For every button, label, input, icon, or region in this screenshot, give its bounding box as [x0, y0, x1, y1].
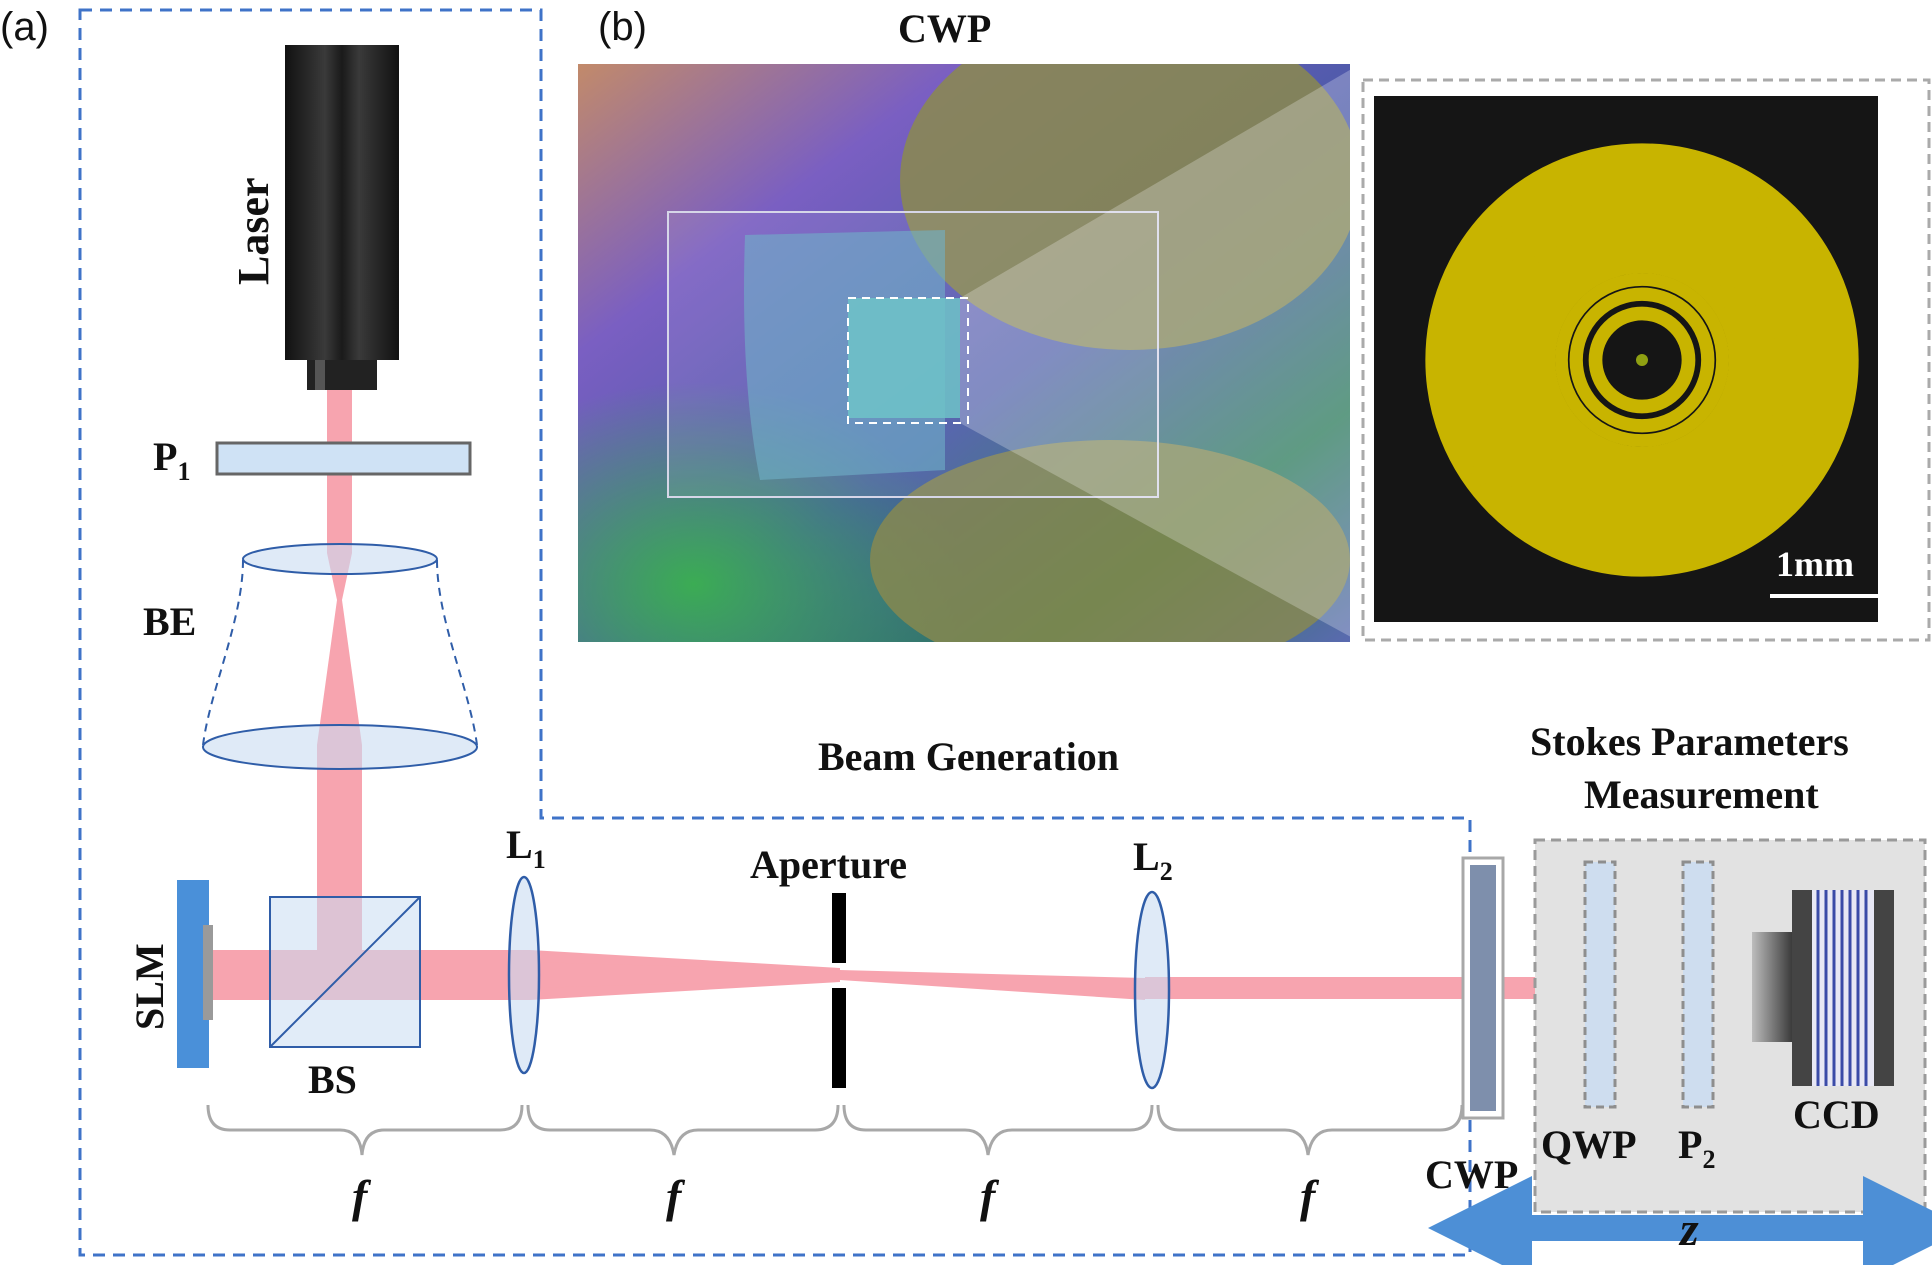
- beam-expander: [202, 543, 478, 770]
- polarizer-p1: [215, 441, 472, 476]
- scale-bar-label: 1mm: [1776, 544, 1854, 584]
- ring: [1451, 169, 1833, 551]
- aperture-icon: [832, 893, 846, 1088]
- laser-body-icon: [285, 45, 399, 390]
- focal-label-4: f: [1300, 1171, 1320, 1222]
- cwp-setup-label: CWP: [1425, 1152, 1518, 1197]
- panel-label-a: (a): [0, 5, 49, 49]
- ring: [1482, 200, 1802, 520]
- ring: [1425, 143, 1859, 577]
- ring: [1513, 231, 1772, 489]
- focal-label-2: f: [666, 1171, 686, 1222]
- stokes-title-line1: Stokes Parameters: [1530, 719, 1849, 764]
- ring: [1542, 260, 1742, 460]
- ring: [1457, 175, 1827, 545]
- ring-center: [1636, 354, 1648, 366]
- beam-splitter-label: BS: [308, 1057, 357, 1102]
- laser-label: Laser: [229, 177, 278, 285]
- cwp-photo: [578, 64, 1350, 642]
- beam-generation-box: [78, 8, 1472, 1257]
- ring: [1522, 240, 1762, 480]
- aperture-label: Aperture: [750, 842, 907, 887]
- cwp-element: [1461, 856, 1505, 1120]
- ccd-camera-icon: [1752, 890, 1894, 1086]
- ring: [1446, 164, 1838, 556]
- propagation-label: z: [1678, 1203, 1699, 1256]
- focal-label-3: f: [980, 1171, 1000, 1222]
- polarizer-p2: [1681, 860, 1715, 1109]
- ring: [1475, 193, 1809, 527]
- lens-l1-label: L1: [506, 822, 546, 874]
- ring: [1588, 306, 1696, 414]
- polarizer-p1-label: P1: [153, 434, 190, 486]
- beam-splitter: [269, 896, 421, 1048]
- ccd-label: CCD: [1793, 1092, 1880, 1137]
- lens-l1: [507, 875, 541, 1075]
- ring: [1440, 158, 1844, 562]
- polarizer-p2-label: P2: [1678, 1122, 1715, 1174]
- ring: [1435, 153, 1849, 567]
- ring: [1430, 148, 1854, 572]
- stokes-title-line2: Measurement: [1584, 772, 1819, 817]
- ring: [1569, 287, 1715, 433]
- photo-title: CWP: [898, 6, 991, 51]
- ring: [1554, 272, 1730, 448]
- ring: [1489, 207, 1795, 513]
- beam-expander-label: BE: [143, 599, 196, 644]
- ring: [1504, 222, 1780, 498]
- ring: [1496, 214, 1788, 506]
- ring: [1469, 187, 1815, 533]
- lens-l2: [1133, 890, 1171, 1090]
- slm-label: SLM: [127, 943, 172, 1030]
- concentric-rings-image: [1374, 96, 1878, 622]
- lens-l2-label: L2: [1133, 834, 1173, 886]
- zoom-frame: [1361, 78, 1931, 642]
- qwp-element: [1583, 860, 1617, 1109]
- beam-generation-title: Beam Generation: [818, 734, 1119, 779]
- qwp-label: QWP: [1541, 1122, 1637, 1167]
- slm-device: [177, 880, 213, 1068]
- focal-label-1: f: [352, 1171, 372, 1222]
- bracket-icon: [206, 1104, 1464, 1156]
- ring: [1463, 181, 1821, 539]
- panel-label-b: (b): [598, 5, 647, 49]
- ring: [1531, 249, 1753, 471]
